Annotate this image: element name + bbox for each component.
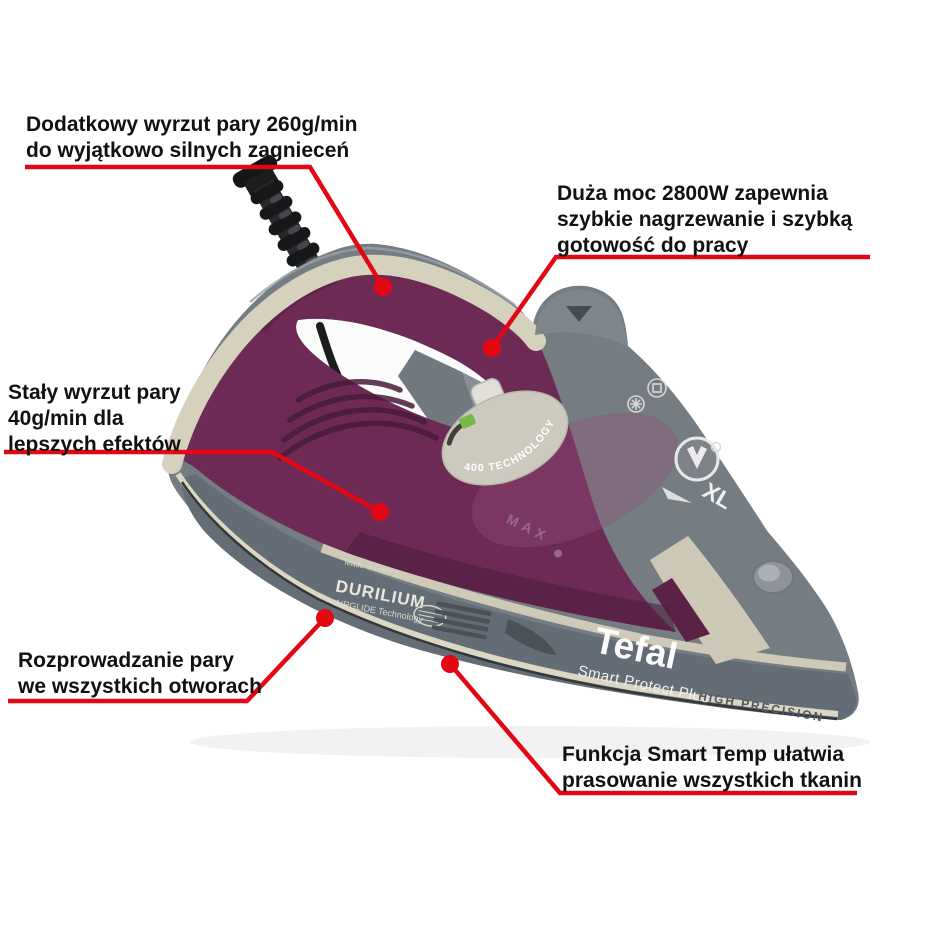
- annotation-steady-steam: Stały wyrzut pary 40g/min dla lepszych e…: [8, 380, 181, 458]
- annotation-line: lepszych efektów: [8, 433, 181, 456]
- soleplate-edge: [180, 481, 838, 721]
- callout-dot-extra-burst: [374, 278, 392, 296]
- badge-oval: [441, 390, 569, 486]
- tank-shadow: [345, 532, 676, 632]
- annotation-line: do wyjątkowo silnych zagnieceń: [26, 139, 350, 162]
- drop-icon: [687, 446, 707, 469]
- top-trim-band: [162, 254, 546, 474]
- spray-icon-spokes: [630, 398, 642, 410]
- badge-green-chip: [459, 414, 476, 429]
- annotation-power: Duża moc 2800W zapewnia szybkie nagrzewa…: [557, 181, 852, 259]
- callout-line-extra-burst: [25, 164, 385, 289]
- water-tank-and-handle: [178, 264, 676, 632]
- annotation-smart-temp: Funkcja Smart Temp ułatwia prasowanie ws…: [562, 742, 862, 794]
- emblem-wedge-icon: [662, 487, 692, 503]
- annotation-line: we wszystkich otworach: [18, 675, 262, 698]
- callout-dots: [316, 278, 501, 673]
- soleplate-rim: [175, 472, 839, 717]
- steam-icon: [647, 378, 667, 398]
- steam-vents: [431, 601, 557, 656]
- rear-function-icons: [627, 378, 667, 413]
- callout-dot-distribution: [316, 609, 334, 627]
- annotation-line: Rozprowadzanie pary: [18, 649, 234, 672]
- steam-chamber-ribs: [277, 379, 439, 461]
- annotation-line: Dodatkowy wyrzut pary 260g/min: [26, 113, 358, 136]
- fill-arrow-icon: [566, 306, 592, 322]
- vent-swoosh: [505, 619, 557, 656]
- annotation-line: Duża moc 2800W zapewnia: [557, 182, 828, 205]
- spray-icon: [627, 395, 645, 413]
- floor-shadow: [190, 726, 870, 758]
- heel-trim-panel: [650, 536, 770, 664]
- airglide-logo-icon: [413, 604, 447, 627]
- annotation-line: Stały wyrzut pary: [8, 381, 181, 404]
- max-dot-icon: [554, 549, 563, 558]
- heel-knob-cap: [758, 564, 780, 582]
- mid-trim-band: [320, 543, 847, 672]
- annotation-extra-burst: Dodatkowy wyrzut pary 260g/min do wyjątk…: [26, 112, 357, 164]
- steam-icon-glyph: [652, 383, 662, 393]
- skirt: [181, 474, 857, 720]
- top-edge-highlight: [249, 246, 516, 307]
- callout-line-steady-steam: [4, 449, 382, 514]
- annotation-line: Funkcja Smart Temp ułatwia: [562, 743, 845, 766]
- anticalc-emblem: [662, 436, 722, 503]
- callout-lines: [4, 164, 870, 796]
- annotation-line: gotowość do pracy: [557, 234, 749, 257]
- annotation-distribution: Rozprowadzanie pary we wszystkich otwora…: [18, 648, 262, 700]
- emblem-small-ring-icon: [710, 441, 722, 453]
- callout-line-smart-temp: [448, 662, 857, 796]
- callout-dot-steady-steam: [371, 503, 389, 521]
- callout-dot-power: [483, 339, 501, 357]
- annotation-line: szybkie nagrzewanie i szybką: [557, 208, 853, 231]
- heel-purple-panel: [652, 578, 710, 642]
- annotation-line: prasowanie wszystkich tkanin: [562, 769, 862, 792]
- annotation-line: 40g/min dla: [8, 407, 124, 430]
- callout-line-power: [490, 254, 870, 350]
- callout-line-distribution: [8, 616, 327, 704]
- callout-dot-smart-temp: [441, 655, 459, 673]
